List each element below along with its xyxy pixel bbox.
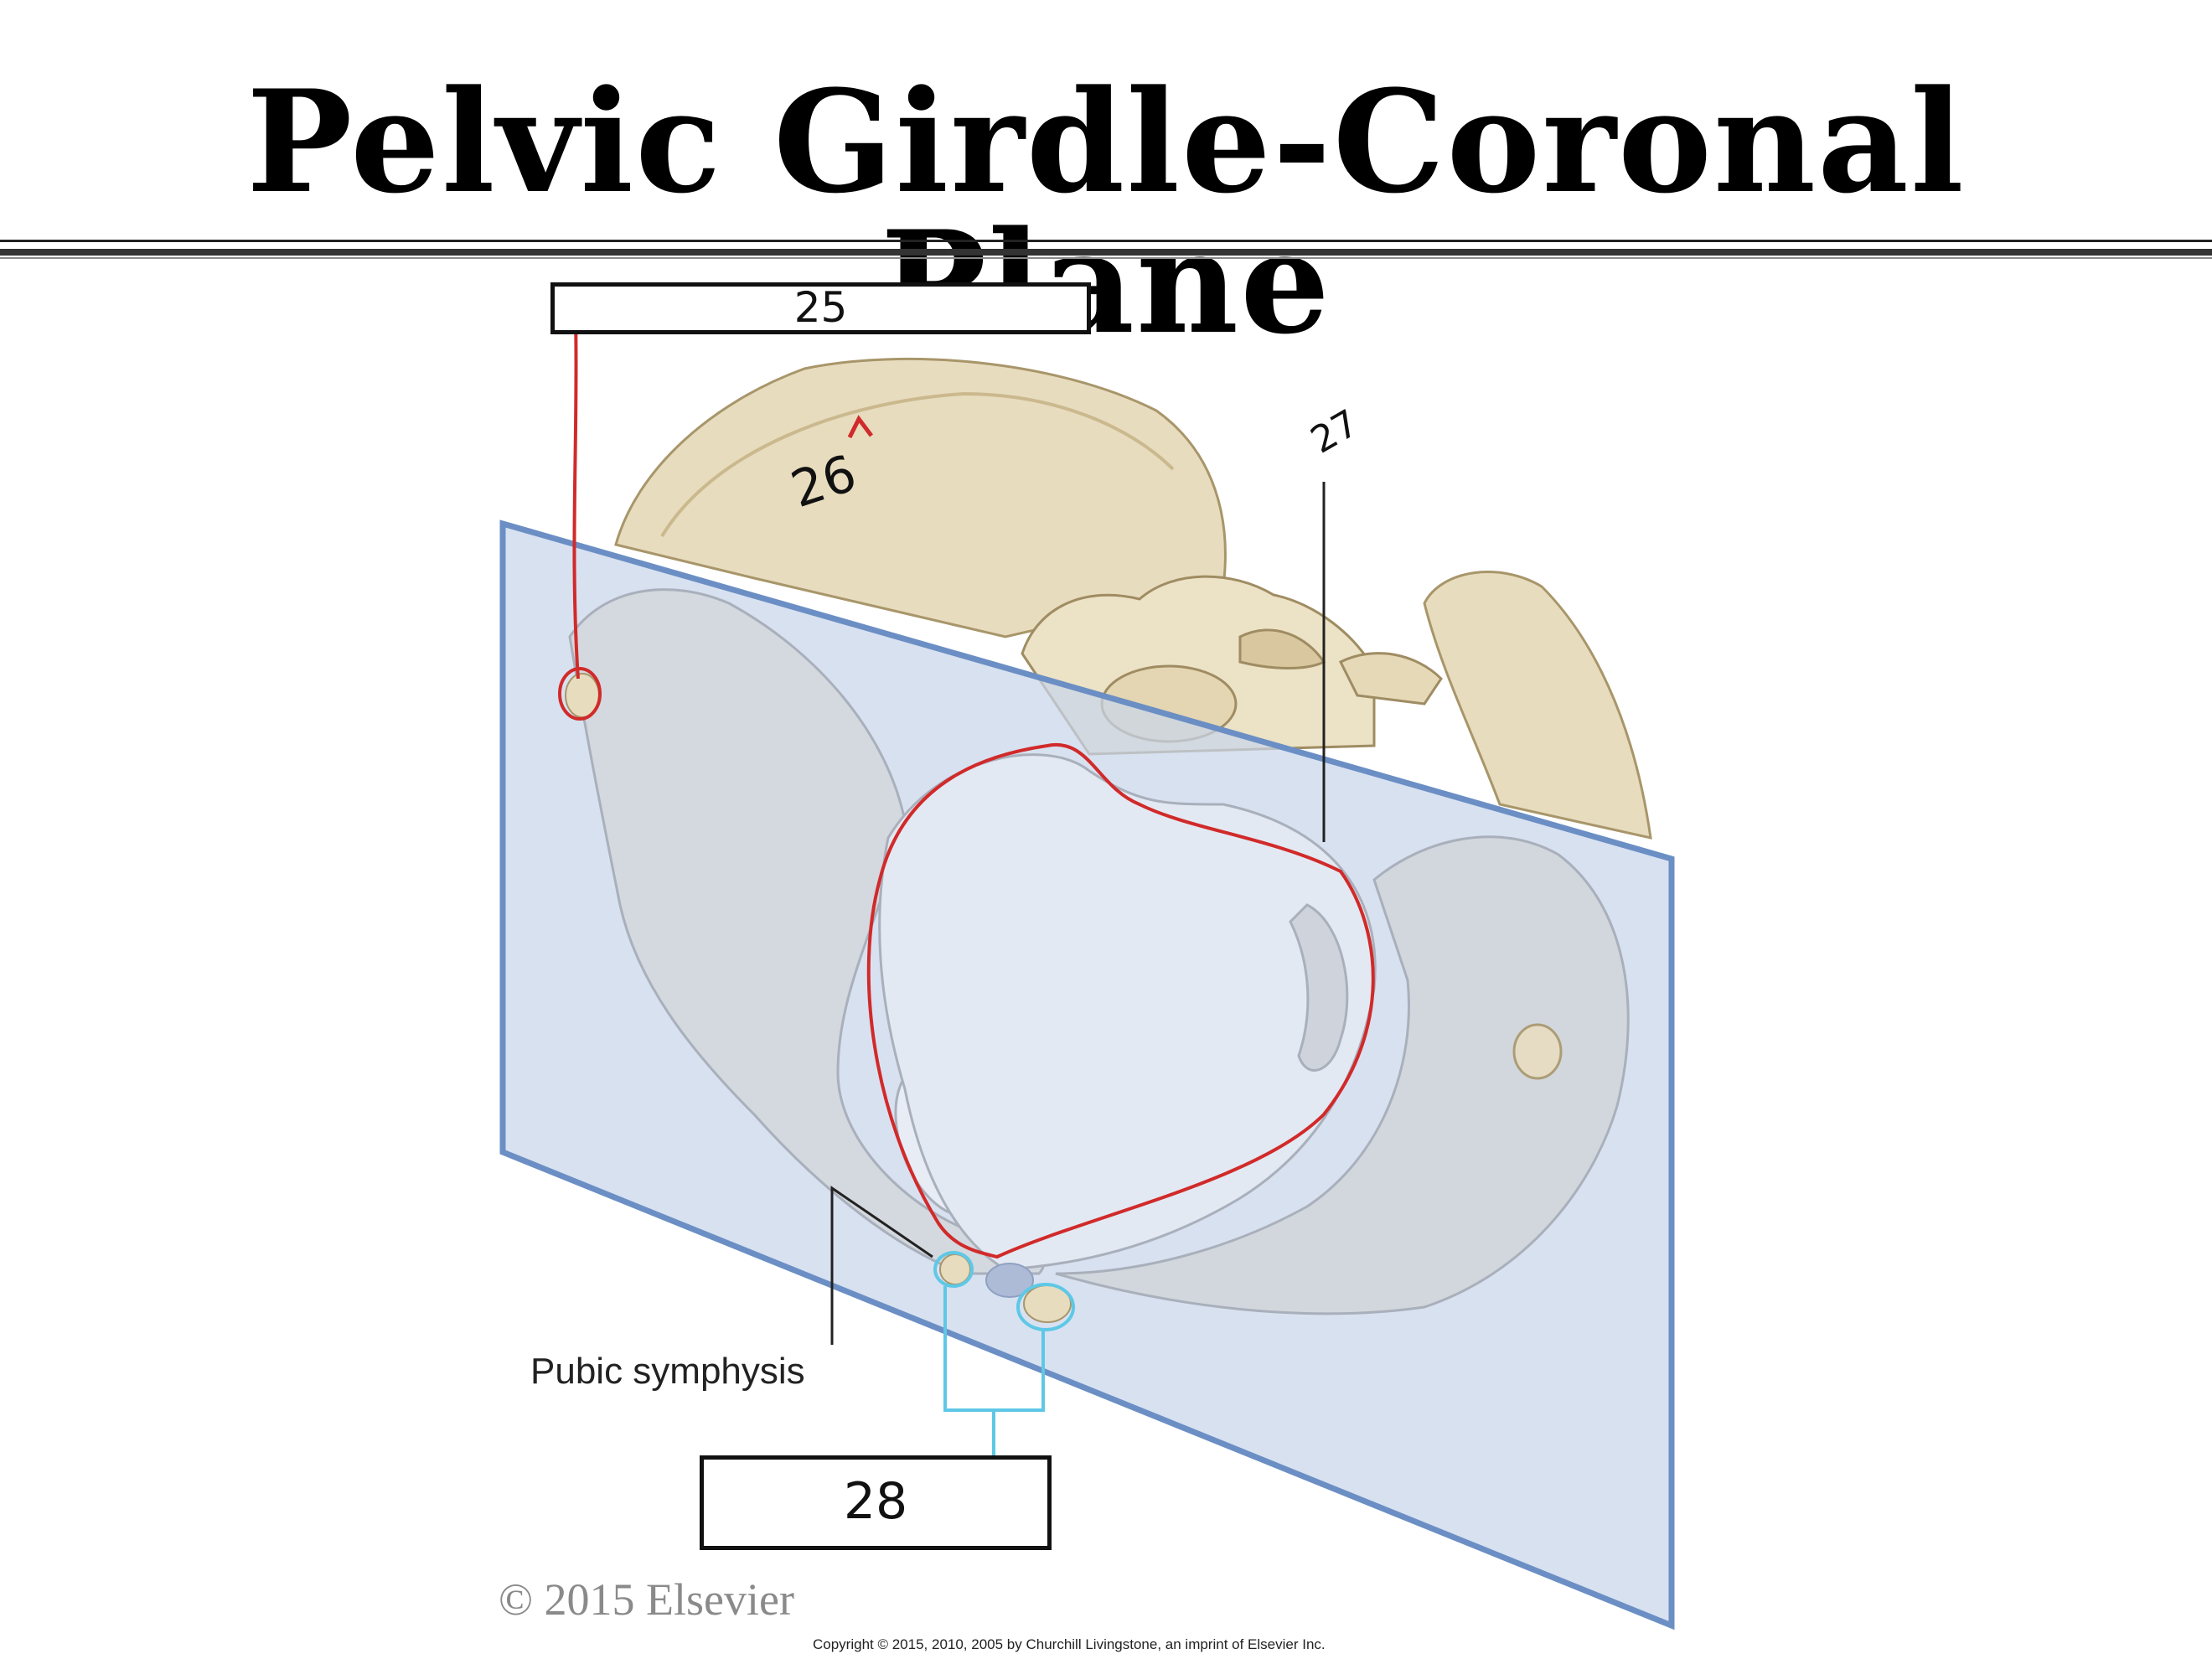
pelvic-brim-outline xyxy=(866,742,1375,1259)
pubic-symphysis-leader-line xyxy=(830,1186,933,1345)
title-divider-bottom xyxy=(0,257,2212,259)
pelvis-through-plane xyxy=(568,588,1630,1315)
label-25-leader-line xyxy=(572,318,580,680)
copyright-fine: Copyright © 2015, 2010, 2005 by Churchil… xyxy=(813,1636,1326,1652)
pubic-symphysis-shapes xyxy=(565,673,1072,1323)
pelvis-back-bones xyxy=(614,357,1652,840)
pubic-right-circle xyxy=(1016,1283,1075,1331)
red-annotations xyxy=(558,318,1375,1259)
pubic-symphysis-label: Pubic symphysis xyxy=(530,1351,805,1392)
label-25-text: 25 xyxy=(793,283,848,332)
label-box-25: 25 xyxy=(550,282,1091,334)
cyan-annotations xyxy=(933,1251,1075,1458)
slide-title: Pelvic Girdle-Coronal Plane xyxy=(246,59,1966,365)
title-divider-main xyxy=(0,249,2212,256)
copyright-main: © 2015 Elsevier xyxy=(499,1574,794,1625)
label-28-text: 28 xyxy=(843,1472,908,1531)
arrow-26 xyxy=(847,415,873,439)
label-box-28: 28 xyxy=(700,1455,1052,1550)
leader-lines xyxy=(830,482,1326,1345)
pubic-left-circle xyxy=(933,1251,974,1288)
title-divider-top xyxy=(0,240,2212,242)
asis-circle xyxy=(558,667,602,721)
